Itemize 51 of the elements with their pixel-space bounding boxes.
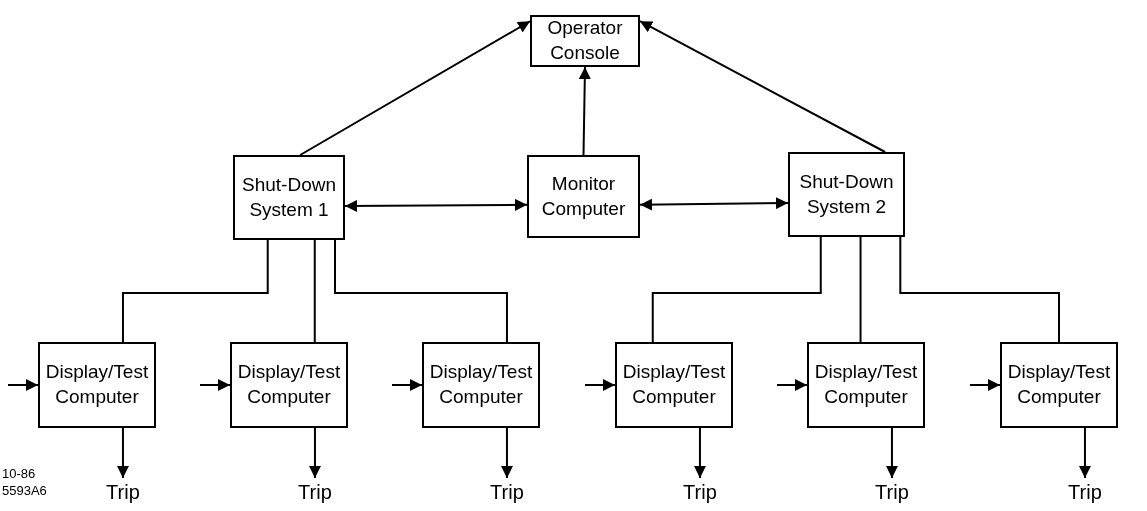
output-label: Trip [683, 480, 717, 505]
process-box [788, 152, 905, 237]
box-label: Display/Test Computer [813, 360, 919, 409]
figure-code: 5593A6 [2, 483, 47, 499]
output-label: Trip [106, 480, 140, 505]
arrow [344, 198, 528, 212]
box-label: Display/Test Computer [44, 360, 150, 409]
arrow [500, 427, 513, 479]
connector-line [899, 236, 1060, 343]
process-box [422, 342, 540, 428]
output-label: Trip [875, 480, 909, 505]
output-label: Trip [298, 480, 332, 505]
box-label: Monitor Computer [540, 171, 627, 221]
box-label: Shut-Down System 2 [798, 169, 895, 219]
arrow [639, 197, 789, 211]
box-label: Shut-Down System 1 [241, 172, 337, 222]
arrow [308, 427, 321, 479]
box-label: Display/Test Computer [236, 360, 342, 409]
arrow [639, 20, 887, 153]
connector-line [334, 239, 508, 343]
arrow [578, 66, 591, 156]
process-box [530, 15, 640, 67]
box-label: Display/Test Computer [621, 360, 727, 409]
figure-code: 10-86 [2, 466, 36, 482]
connector-line [859, 236, 862, 343]
process-box [615, 342, 733, 428]
connector-line [313, 239, 316, 343]
connector-line [121, 239, 269, 343]
arrow [299, 20, 531, 156]
arrow [969, 379, 1001, 391]
box-label: Display/Test Computer [428, 360, 534, 409]
arrow [7, 379, 39, 391]
arrow [391, 379, 423, 391]
process-box [233, 155, 345, 240]
arrow [776, 379, 808, 391]
output-label: Trip [1068, 480, 1102, 505]
process-box [38, 342, 156, 428]
process-box [527, 155, 640, 238]
arrow [693, 427, 706, 479]
arrow [885, 427, 898, 479]
process-box [1000, 342, 1118, 428]
process-box [230, 342, 348, 428]
arrow [1078, 427, 1091, 479]
arrow [116, 427, 129, 479]
connector-line [651, 236, 822, 343]
process-box [807, 342, 925, 428]
arrow [584, 379, 616, 391]
box-label: Display/Test Computer [1006, 360, 1112, 409]
arrow [199, 379, 231, 391]
box-label: Operator Console [546, 16, 624, 65]
output-label: Trip [490, 480, 524, 505]
